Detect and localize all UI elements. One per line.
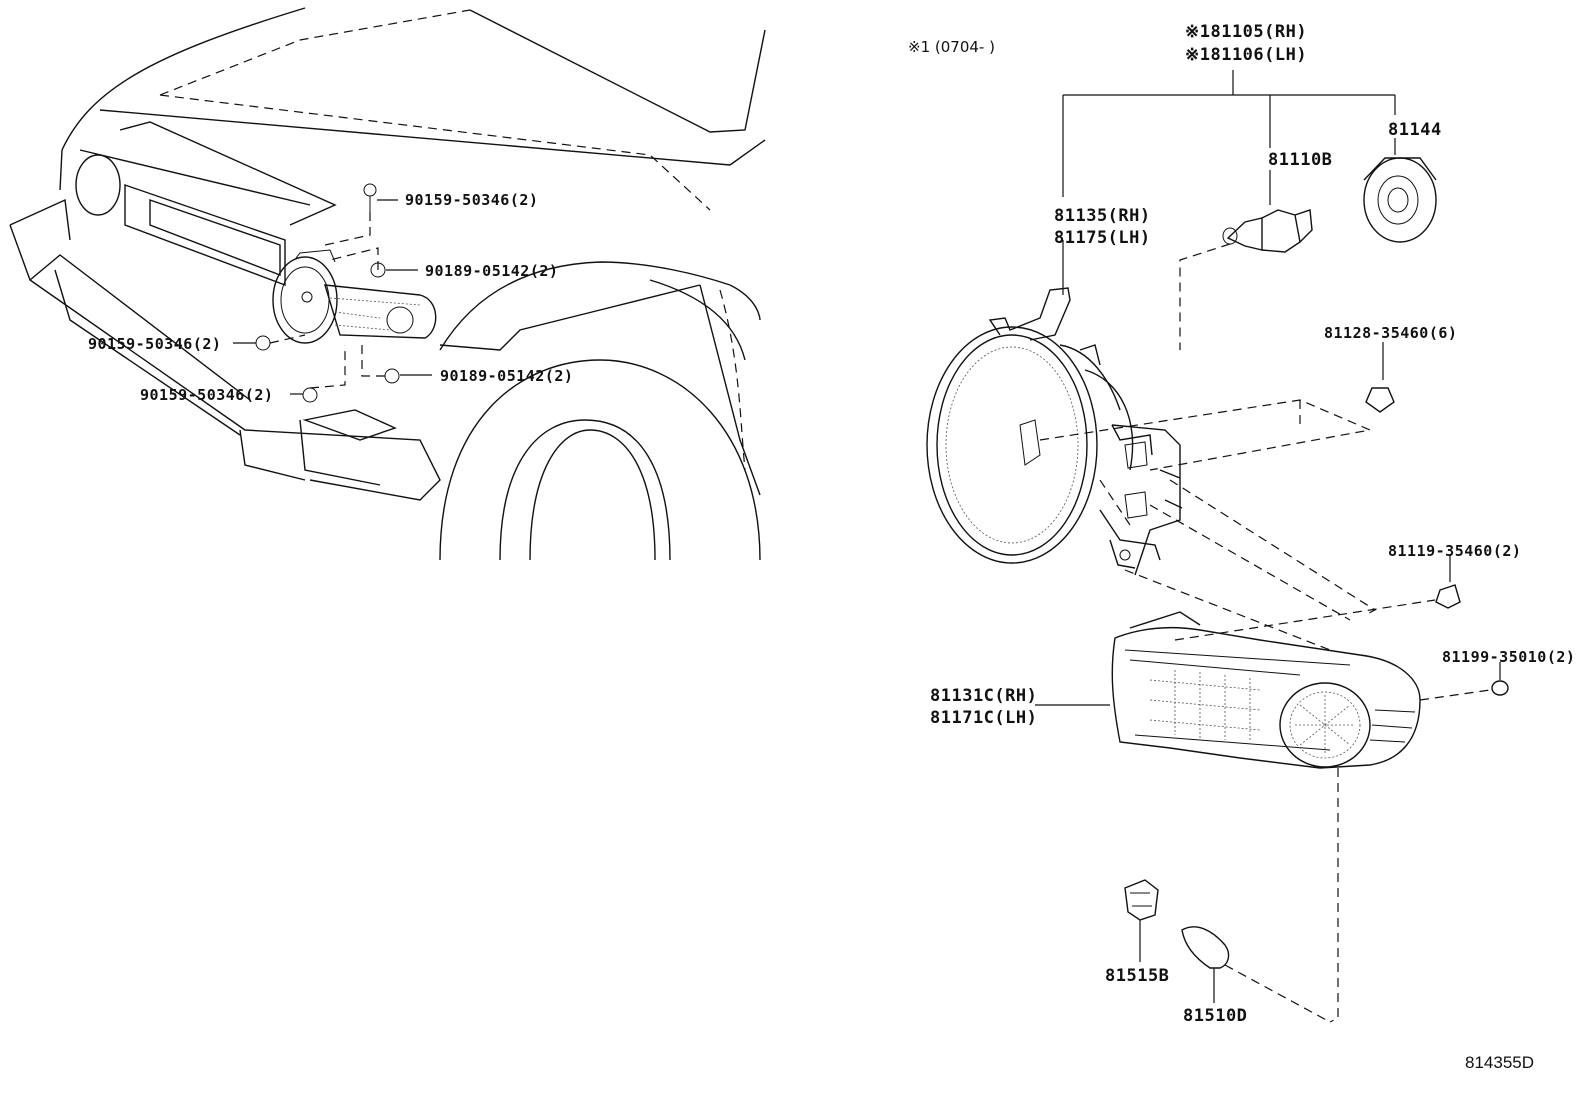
- part-81110b-label[interactable]: 81110B: [1268, 150, 1333, 170]
- part-81171c-lh-label[interactable]: 81171C(LH): [930, 708, 1038, 728]
- part-81515b-label[interactable]: 81515B: [1105, 966, 1170, 986]
- diagram-code: 814355D: [1465, 1053, 1535, 1072]
- part-81510d-label[interactable]: 81510D: [1183, 1006, 1248, 1026]
- part-81135-rh-label[interactable]: 81135(RH): [1054, 206, 1151, 226]
- part-81106-lh-label[interactable]: ※181106(LH): [1185, 45, 1308, 65]
- headlamp-exploded-view: [926, 70, 1509, 1023]
- part-81105-rh-label[interactable]: ※181105(RH): [1185, 22, 1308, 42]
- part-81175-lh-label[interactable]: 81175(LH): [1054, 228, 1151, 248]
- part-81131c-rh-label[interactable]: 81131C(RH): [930, 686, 1038, 706]
- part-90189-05142-label-bottom[interactable]: 90189-05142(2): [440, 367, 574, 385]
- part-90159-50346-label-top[interactable]: 90159-50346(2): [405, 191, 539, 209]
- part-81199-label[interactable]: 81199-35010(2): [1442, 648, 1576, 666]
- part-90189-05142-label-top[interactable]: 90189-05142(2): [425, 262, 559, 280]
- part-90159-50346-label-bottom[interactable]: 90159-50346(2): [140, 386, 274, 404]
- part-81128-label[interactable]: 81128-35460(6): [1324, 324, 1458, 342]
- date-range-note: ※1 (0704- ): [908, 38, 995, 56]
- part-81144-label[interactable]: 81144: [1388, 120, 1442, 140]
- part-90159-50346-label-mid[interactable]: 90159-50346(2): [88, 335, 222, 353]
- part-81119-label[interactable]: 81119-35460(2): [1388, 542, 1522, 560]
- vehicle-front-illustration: [9, 7, 766, 561]
